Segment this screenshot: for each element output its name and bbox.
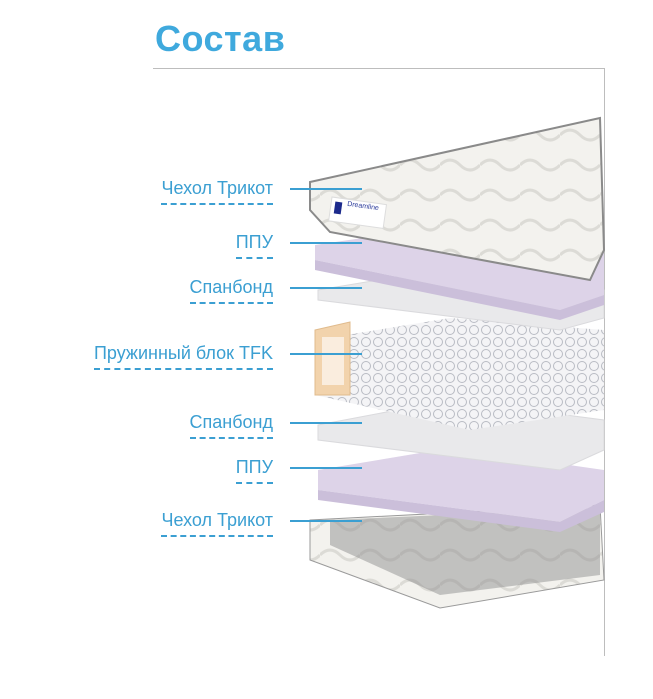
- top-cover-layer: [309, 116, 606, 282]
- bottom-cover-layer: [309, 504, 605, 609]
- layer-label-cover-bottom: Чехол Трикот: [161, 510, 273, 537]
- layer-label-foam-bottom: ППУ: [235, 457, 273, 484]
- leader-line: [290, 520, 362, 522]
- leader-line: [290, 422, 362, 424]
- leader-line: [290, 188, 362, 190]
- leader-line: [290, 287, 362, 289]
- layer-label-foam-top: ППУ: [235, 232, 273, 259]
- leader-line: [290, 242, 362, 244]
- spring-block-layer: [314, 318, 604, 430]
- layer-label-spring-block: Пружинный блок TFK: [93, 343, 273, 370]
- leader-line: [290, 353, 362, 355]
- layer-label-spunbond-top: Спанбонд: [189, 277, 273, 304]
- leader-line: [290, 467, 362, 469]
- layer-label-spunbond-bottom: Спанбонд: [189, 412, 273, 439]
- page-title: Состав: [155, 18, 286, 59]
- layer-label-cover-top: Чехол Трикот: [161, 178, 273, 205]
- divider-vertical: [604, 68, 605, 656]
- divider-horizontal: [153, 68, 605, 69]
